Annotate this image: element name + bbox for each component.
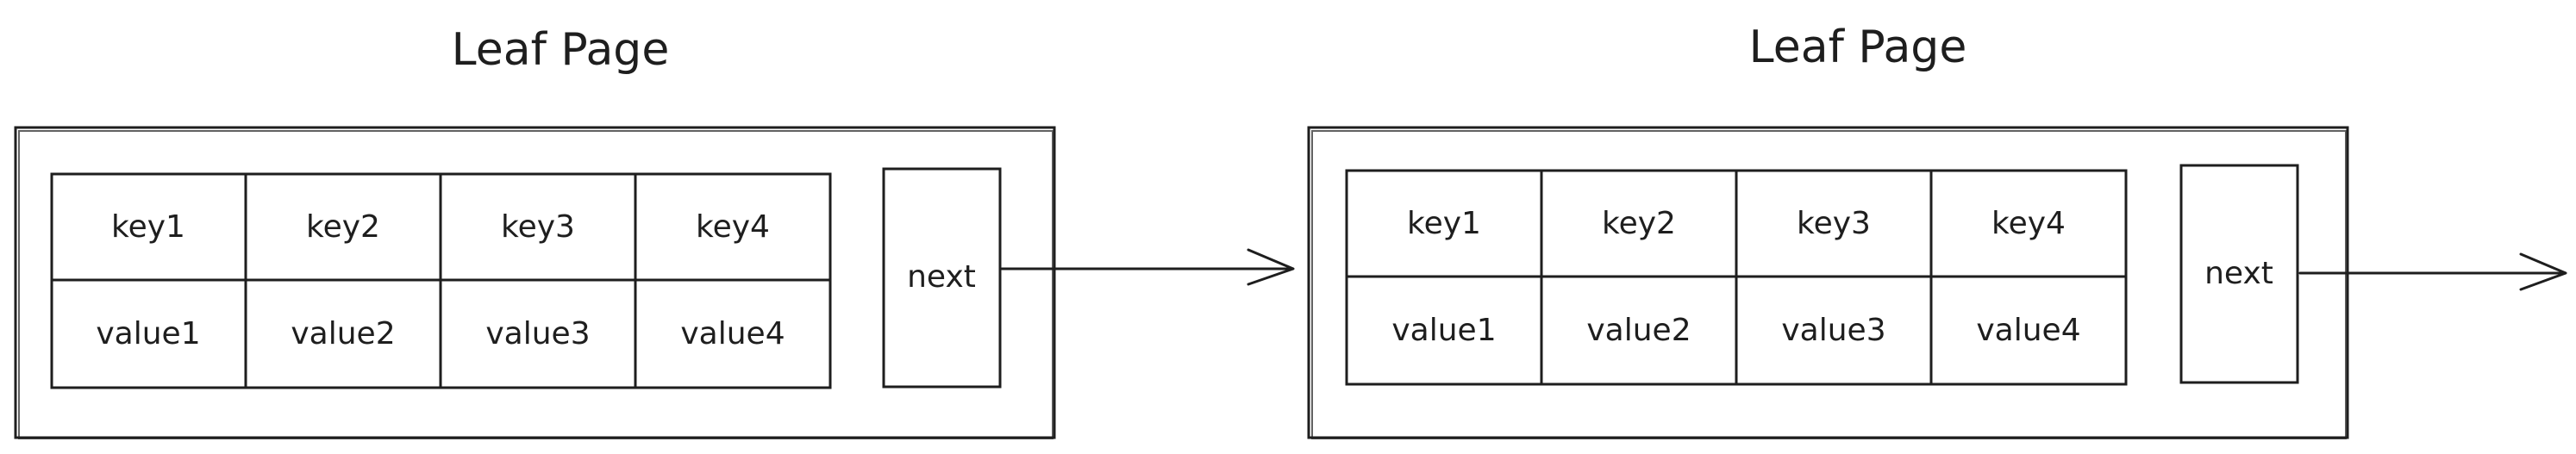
key-label: key3 — [501, 209, 575, 245]
next-arrow-2 — [2298, 252, 2567, 291]
key-cell: key3 — [439, 172, 637, 282]
key-label: key2 — [1602, 206, 1676, 241]
key-label: key4 — [1991, 206, 2066, 241]
key-label: key2 — [306, 209, 380, 245]
key-cell: key2 — [1540, 169, 1738, 278]
value-cell: value3 — [1735, 275, 1933, 386]
value-cell: value1 — [50, 278, 247, 389]
key-label: key1 — [111, 209, 185, 245]
value-label: value4 — [680, 316, 785, 351]
value-label: value3 — [485, 316, 590, 351]
next-pointer-cell: next — [2179, 164, 2299, 384]
next-arrow-1 — [1000, 248, 1295, 286]
value-label: value3 — [1781, 313, 1885, 348]
key-cell: key3 — [1735, 169, 1933, 278]
next-pointer-cell: next — [882, 167, 1002, 389]
value-cell: value2 — [1540, 275, 1738, 386]
next-label: next — [907, 259, 976, 295]
value-cell: value4 — [634, 278, 832, 389]
key-label: key1 — [1407, 206, 1481, 241]
value-cell: value3 — [439, 278, 637, 389]
next-label: next — [2204, 256, 2273, 291]
key-cell: key1 — [1345, 169, 1543, 278]
value-cell: value1 — [1345, 275, 1543, 386]
key-cell: key2 — [244, 172, 442, 282]
leaf-page-1-frame — [14, 126, 1056, 439]
leaf-page-1-title: Leaf Page — [452, 24, 670, 76]
key-cell: key1 — [50, 172, 247, 282]
leaf-page-2-frame — [1307, 126, 2349, 439]
leaf-page-1: Leaf Page key1 key2 key3 key4 value1 — [14, 24, 1056, 439]
value-label: value2 — [1586, 313, 1691, 348]
value-label: value2 — [291, 316, 395, 351]
key-cell: key4 — [1929, 169, 2128, 278]
value-label: value1 — [96, 316, 200, 351]
leaf-page-2-title: Leaf Page — [1749, 22, 1967, 73]
value-cell: value2 — [244, 278, 442, 389]
key-cell: key4 — [634, 172, 832, 282]
key-label: key4 — [696, 209, 770, 245]
leaf-page-2: Leaf Page key1 key2 key3 key4 value1 — [1307, 22, 2349, 439]
value-label: value1 — [1391, 313, 1496, 348]
key-label: key3 — [1797, 206, 1871, 241]
value-cell: value4 — [1929, 275, 2128, 386]
value-label: value4 — [1976, 313, 2080, 348]
